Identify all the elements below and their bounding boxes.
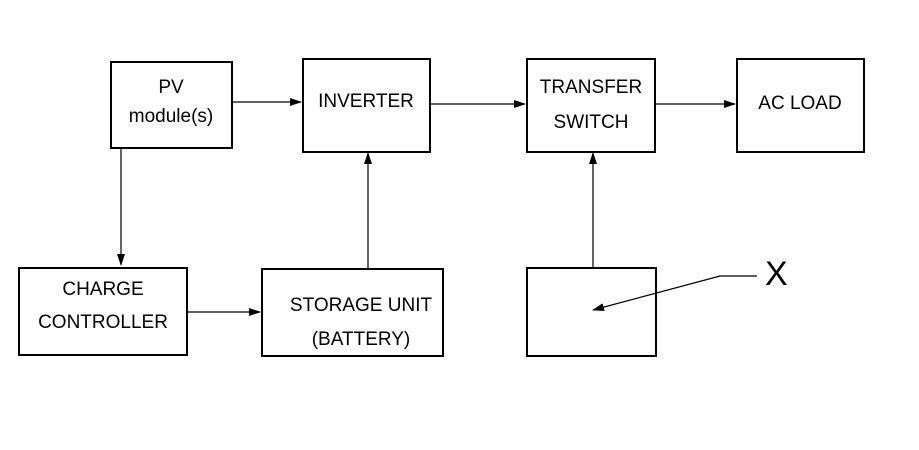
node-charge-controller-label-line1: CHARGE bbox=[62, 279, 143, 300]
node-transfer-switch-label-line1: TRANSFER bbox=[540, 77, 642, 98]
callout-leader-line bbox=[592, 275, 757, 312]
node-charge-controller-label-line2: CONTROLLER bbox=[38, 312, 168, 333]
node-storage-unit: STORAGE UNIT (BATTERY) bbox=[261, 268, 444, 357]
node-transfer-switch: TRANSFER SWITCH bbox=[526, 58, 656, 153]
node-transfer-switch-label-line2: SWITCH bbox=[554, 112, 629, 133]
callout-x-label: X bbox=[765, 255, 788, 293]
node-pv-module: PV module(s) bbox=[110, 61, 233, 149]
node-storage-unit-label-line1: STORAGE UNIT bbox=[290, 295, 433, 316]
node-ac-load-label: AC LOAD bbox=[758, 93, 841, 114]
node-pv-module-label-line2: module(s) bbox=[129, 106, 213, 127]
node-storage-unit-label-line2: (BATTERY) bbox=[312, 329, 411, 350]
node-ac-load: AC LOAD bbox=[736, 58, 865, 153]
node-inverter: INVERTER bbox=[302, 58, 431, 153]
node-unknown bbox=[526, 267, 657, 357]
node-charge-controller: CHARGE CONTROLLER bbox=[18, 267, 188, 356]
node-inverter-label: INVERTER bbox=[318, 91, 414, 112]
node-pv-module-label-line1: PV bbox=[158, 77, 184, 98]
callout-x: X bbox=[592, 255, 788, 312]
